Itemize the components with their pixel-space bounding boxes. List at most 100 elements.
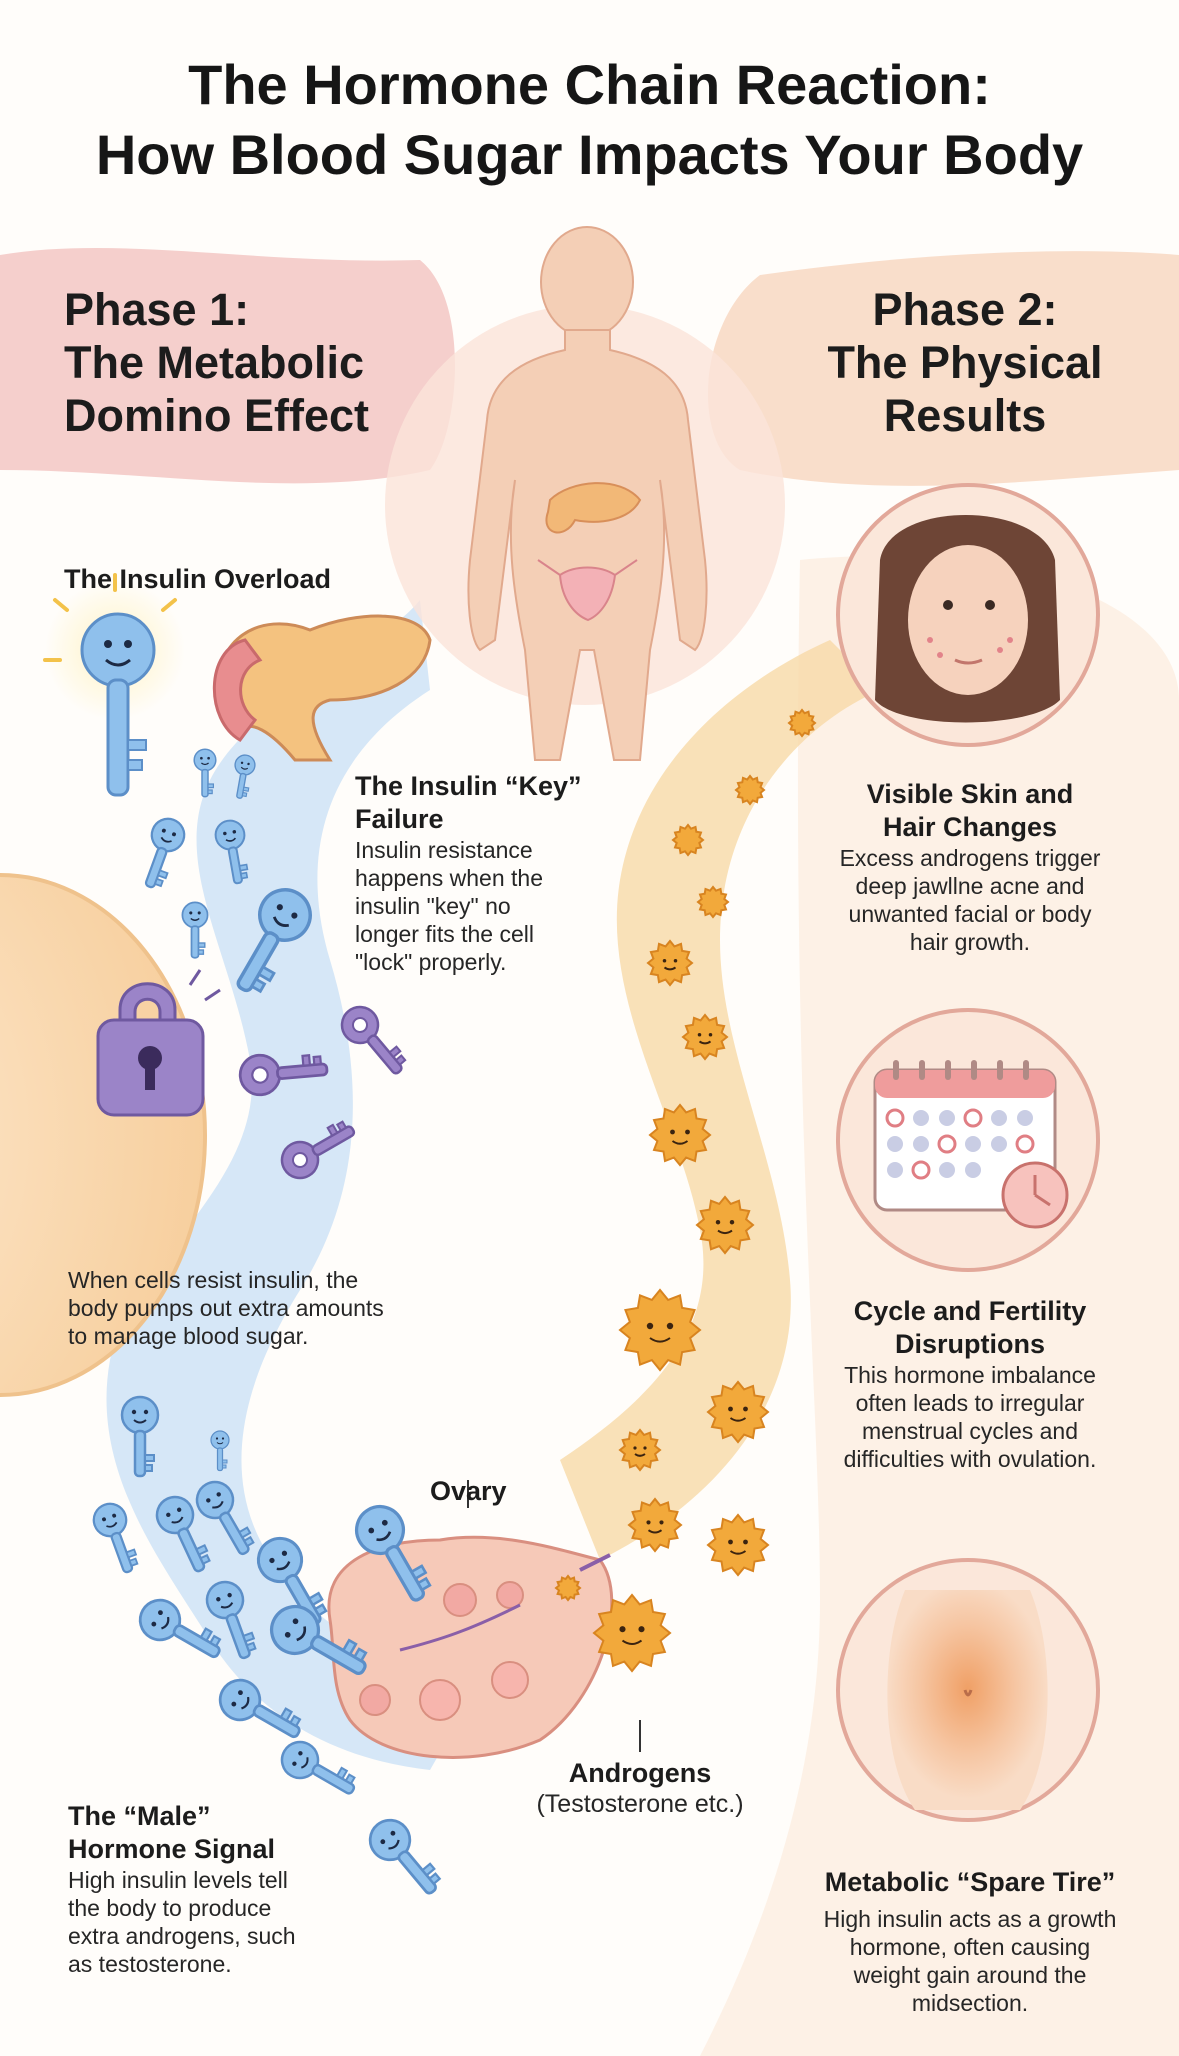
key-failure-body: longer fits the cell [355, 921, 534, 947]
androgen-icon [706, 1513, 770, 1577]
calendar-day-dot [991, 1136, 1007, 1152]
uterus-small-icon [537, 559, 638, 622]
insulin-overload-label: The Insulin Overload [64, 564, 332, 594]
ovary-label: Ovary [430, 1476, 507, 1506]
insulin-key-icon [120, 1395, 160, 1478]
skin-body: deep jawllne acne and [855, 873, 1085, 899]
calendar-day-dot [1015, 1134, 1035, 1154]
key-failure-heading: The Insulin “Key” [355, 771, 582, 801]
androgen-icon [706, 1380, 770, 1444]
insulin-key-icon [181, 901, 209, 959]
cycle-body: difficulties with ovulation. [843, 1446, 1097, 1472]
key-failure-body: "lock" properly. [355, 949, 507, 975]
spare-tire-block: Metabolic “Spare Tire” High insulin acts… [790, 1866, 1150, 2017]
insulin-key-icon [354, 1504, 432, 1602]
calendar-ring [919, 1060, 925, 1080]
key-failure-heading: Failure [355, 804, 444, 834]
key-failure-body: insulin "key" no [355, 893, 511, 919]
androgen-icon [734, 774, 766, 806]
insulin-key-icon [236, 888, 312, 994]
cycle-body: This hormone imbalance [844, 1362, 1096, 1388]
spare-tire-body: High insulin acts as a growth [823, 1906, 1117, 1932]
insulin-key-icon [280, 1740, 356, 1795]
insulin-key-glow-icon [43, 573, 185, 797]
calendar-day-dot [1017, 1110, 1033, 1126]
androgen-icon [618, 1288, 702, 1372]
male-signal-body: the body to produce [68, 1895, 272, 1921]
pump-body: body pumps out extra amounts [68, 1295, 384, 1321]
insulin-key-icon [205, 1580, 257, 1660]
resistant-key-icon [340, 1005, 407, 1075]
calendar-day-dot [965, 1162, 981, 1178]
skin-heading: Hair Changes [882, 812, 1058, 842]
calendar-ring [971, 1060, 977, 1080]
spare-tire-heading: Metabolic “Spare Tire” [824, 1867, 1116, 1897]
calendar-day-dot [887, 1136, 903, 1152]
phase2-line: Phase 2: [872, 284, 1058, 335]
androgen-molecules-group [554, 708, 817, 1673]
ovary-icon [327, 1535, 614, 1759]
male-signal-body: as testosterone. [68, 1951, 232, 1977]
androgen-icon [696, 885, 730, 919]
androgen-icon [592, 1593, 672, 1673]
phase1-line: Phase 1: [64, 284, 250, 335]
calendar-ring [893, 1060, 899, 1080]
androgen-icon [646, 939, 694, 987]
androgens-label-block: Androgens (Testosterone etc.) [505, 1757, 775, 1818]
calendar-clock-icon [836, 1008, 1100, 1272]
duodenum-icon [212, 638, 263, 742]
androgen-icon [681, 1013, 729, 1061]
key-failure-body: happens when the [355, 865, 543, 891]
insulin-key-icon [218, 1678, 302, 1739]
resistant-key-icon [280, 1120, 356, 1180]
insulin-key-icon [92, 1502, 139, 1574]
calendar-day-dot [965, 1136, 981, 1152]
pump-body: to manage blood sugar. [68, 1323, 309, 1349]
pump-block: When cells resist insulin, the body pump… [68, 1266, 488, 1350]
spare-tire-body: hormone, often causing [849, 1934, 1091, 1960]
body-cell [0, 873, 207, 1397]
calendar-day-dot [991, 1110, 1007, 1126]
cell-lock-icon [96, 969, 221, 1117]
androgen-stream [560, 640, 880, 1560]
phase1-line: The Metabolic [64, 337, 365, 388]
cycle-block: Cycle and Fertility Disruptions This hor… [800, 1295, 1140, 1473]
pancreas-icon [217, 614, 432, 762]
cycle-body: menstrual cycles and [861, 1418, 1079, 1444]
skin-heading: Visible Skin and [866, 779, 1074, 809]
phase2-heading: Phase 2: The Physical Results [800, 283, 1130, 442]
phase1-pink-band [0, 248, 455, 484]
androgens-label: Androgens [568, 1758, 712, 1788]
calendar-ring [1023, 1060, 1029, 1080]
skin-body: Excess androgens trigger [839, 845, 1101, 871]
phase1-line: Domino Effect [64, 390, 370, 441]
skin-body: hair growth. [909, 929, 1031, 955]
insulin-key-icon [138, 1598, 222, 1659]
insulin-key-icon [269, 1604, 368, 1676]
phase1-heading: Phase 1: The Metabolic Domino Effect [64, 283, 369, 442]
calendar-day-dot [937, 1134, 957, 1154]
androgen-icon [627, 1497, 683, 1553]
body-silhouette-icon [385, 226, 785, 761]
androgens-sublabel: (Testosterone etc.) [536, 1790, 744, 1818]
male-signal-body: High insulin levels tell [68, 1867, 288, 1893]
woman-face-icon [836, 483, 1100, 747]
calendar-day-dot [913, 1110, 929, 1126]
skin-block: Visible Skin and Hair Changes Excess and… [800, 778, 1140, 956]
androgen-icon [648, 1103, 712, 1167]
androgen-icon [554, 1574, 582, 1602]
phase2-peach-band [707, 251, 1179, 486]
cycle-heading: Cycle and Fertility [853, 1296, 1087, 1326]
key-failure-body: Insulin resistance [355, 837, 533, 863]
male-signal-body: extra androgens, such [68, 1923, 296, 1949]
calendar-day-dot [939, 1162, 955, 1178]
insulin-key-icon [193, 748, 217, 798]
calendar-day-dot [911, 1160, 931, 1180]
skin-body: unwanted facial or body [848, 901, 1092, 927]
insulin-keys-group [92, 748, 442, 1895]
phase2-line: The Physical [827, 337, 1103, 388]
pancreas-small-icon [545, 482, 642, 534]
phase2-line: Results [883, 390, 1047, 441]
resistant-key-icon [238, 1053, 329, 1097]
male-signal-heading: The “Male” [68, 1801, 211, 1831]
